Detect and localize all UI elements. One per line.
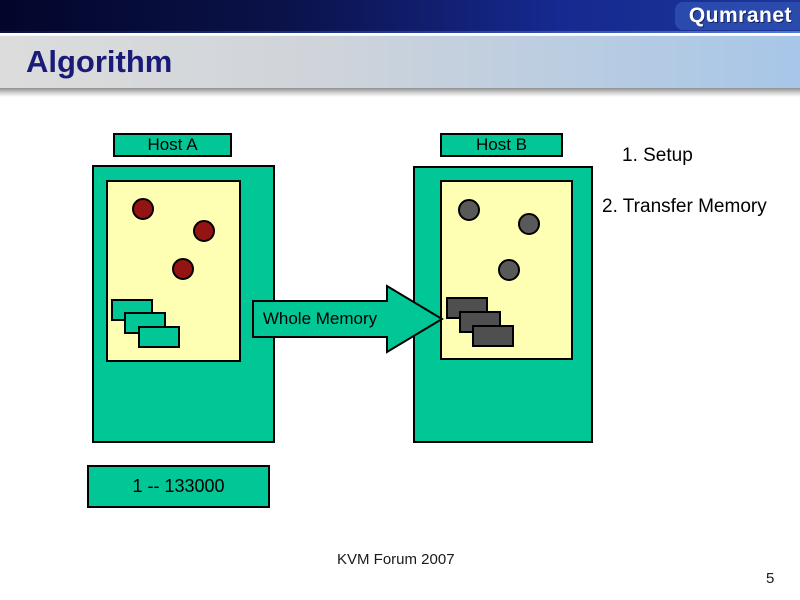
page-number: 5 [766,570,775,587]
host-b-vm-dot [498,259,520,281]
whole-memory-arrow [252,284,444,354]
whole-memory-arrow-label: Whole Memory [262,308,378,328]
qumranet-logo: Qumranet [674,2,800,30]
range-box: 1 -- 133000 [87,465,270,508]
host-a-label-box: Host A [113,133,232,157]
top-navy-bar [0,0,800,33]
host-b-label: Host B [475,135,528,154]
step-2-transfer-memory: 2. Transfer Memory [602,196,767,217]
host-a-label: Host A [147,135,198,154]
step-1-setup: 1. Setup [622,145,693,166]
host-b-vm-dot [458,199,480,221]
qumranet-logo-text: Qumranet [688,4,792,27]
range-box-label: 1 -- 133000 [132,476,225,496]
top-bar-hairline [0,31,800,33]
slide-title: Algorithm [26,44,173,79]
title-band-shadow [0,88,800,97]
footer-text: KVM Forum 2007 [337,551,455,568]
host-a-memory-page [138,326,180,348]
host-a-vm-dot [193,220,215,242]
host-a-vm-dot [132,198,154,220]
host-a-vm-dot [172,258,194,280]
host-b-label-box: Host B [440,133,563,157]
title-band: Algorithm [0,35,800,88]
host-b-vm-dot [518,213,540,235]
host-b-memory-page [472,325,514,347]
